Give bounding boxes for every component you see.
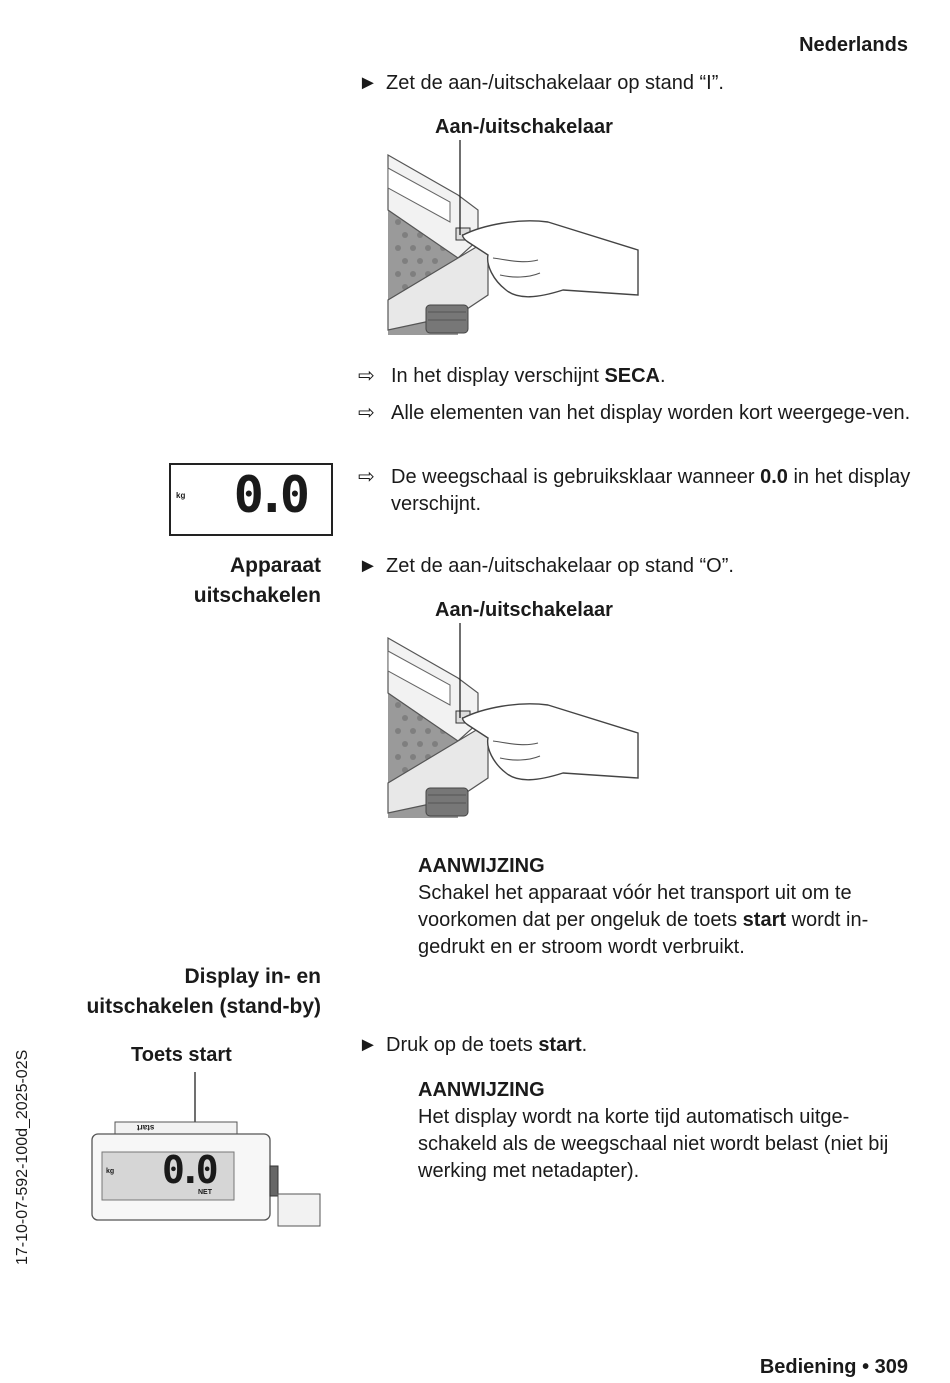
device-body-drawing xyxy=(91,1121,321,1227)
display-zero-figure: kg 0.0 xyxy=(169,463,333,536)
start-button-label[interactable]: start xyxy=(137,1123,155,1132)
step-switch-on: ► Zet de aan-/uitschakelaar op stand “I”. xyxy=(358,70,724,96)
document-code: 17-10-07-592-100d_2025-02S xyxy=(14,1049,31,1265)
start-key-connector-line xyxy=(194,1072,196,1130)
note-auto-off: AANWIJZING Het display wordt na korte ti… xyxy=(418,1077,918,1185)
figure-label-switch: Aan-/uitschakelaar xyxy=(435,116,613,138)
switch-illustration-off xyxy=(387,623,639,818)
figure-label-switch-off: Aan-/uitschakelaar xyxy=(435,599,613,621)
result-all-elements: ⇨ Alle elementen van het display worden … xyxy=(358,400,918,427)
result-ready: ⇨ De weegschaal is gebruiksklaar wanneer… xyxy=(358,466,911,515)
result-arrow-icon: ⇨ xyxy=(358,402,375,424)
result-arrow-icon: ⇨ xyxy=(358,365,375,387)
note-title: AANWIJZING xyxy=(418,1079,545,1101)
step-text: Zet de aan-/uitschakelaar op stand “I”. xyxy=(386,72,724,94)
step-marker-icon: ► xyxy=(358,72,378,94)
page-footer: Bediening • 309 xyxy=(759,1356,908,1378)
device-net-label: NET xyxy=(198,1189,212,1196)
step-switch-off: ►Zet de aan-/uitschakelaar op stand “O”. xyxy=(358,555,734,577)
step-marker-icon: ► xyxy=(358,555,378,577)
display-value: 0.0 xyxy=(233,466,310,524)
step-marker-icon: ► xyxy=(358,1034,378,1056)
result-arrow-icon: ⇨ xyxy=(358,466,375,488)
display-unit: kg xyxy=(176,491,186,500)
note-transport: AANWIJZING Schakel het apparaat vóór het… xyxy=(418,853,918,961)
language-header: Nederlands xyxy=(799,34,908,56)
figure-label-start-key: Toets start xyxy=(131,1044,232,1066)
switch-illustration-on xyxy=(387,140,639,335)
step-press-start: ►Druk op de toets start. xyxy=(358,1034,588,1056)
heading-standby: Display in- en uitschakelen (stand-by) xyxy=(86,965,321,1018)
heading-switch-off: Apparaat uitschakelen xyxy=(193,554,321,607)
device-value: 0.0 xyxy=(162,1148,219,1192)
device-unit: kg xyxy=(106,1168,115,1175)
result-seca: ⇨ In het display verschijnt SECA. xyxy=(358,363,918,390)
device-display-figure: start kg 0.0 NET xyxy=(91,1121,321,1227)
note-title: AANWIJZING xyxy=(418,855,545,877)
